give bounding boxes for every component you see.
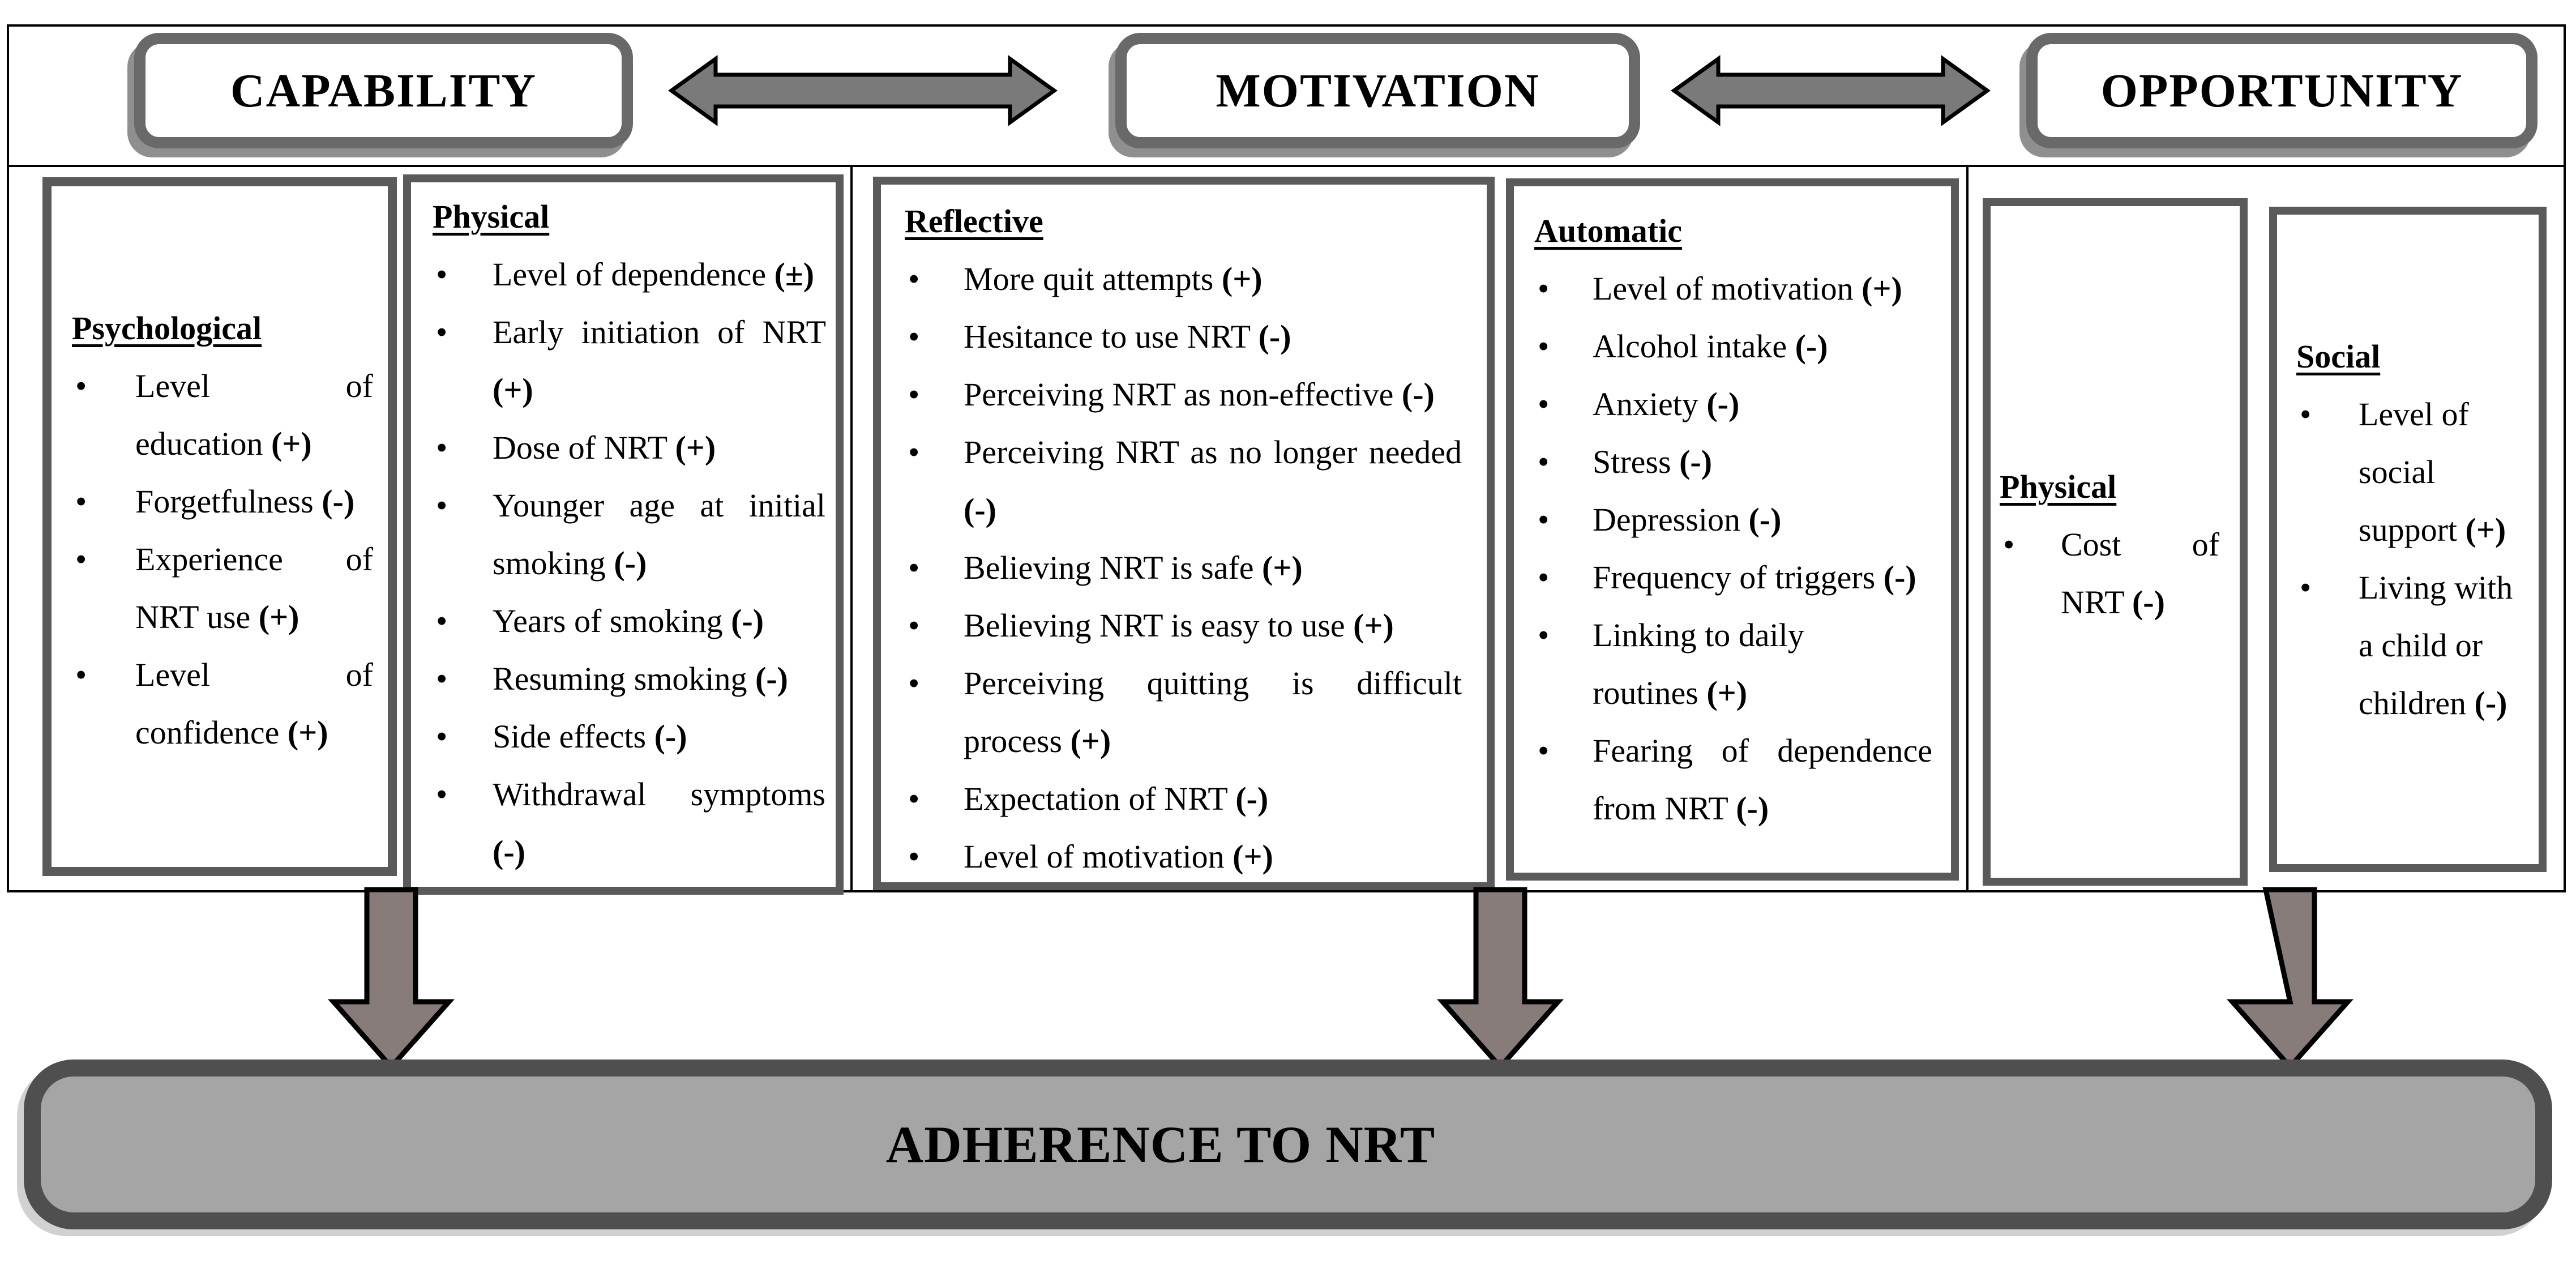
list-item: Forgetfulness (-) xyxy=(72,473,373,531)
capability-motivation-divider xyxy=(850,167,853,892)
list-item: Younger age at initial smoking (-) xyxy=(433,477,825,592)
factor-list: Level of education (+) Forgetfulness (-)… xyxy=(72,357,373,762)
list-item: Withdrawal symptoms (-) xyxy=(433,766,825,881)
list-item: Level of dependence (±) xyxy=(433,246,825,304)
list-item: Depression (-) xyxy=(1534,491,1932,549)
factor-list: Level of dependence (±) Early initiation… xyxy=(433,246,825,881)
box-title: Reflective xyxy=(905,203,1043,240)
opportunity-physical-box: Physical Cost of NRT (-) xyxy=(1983,198,2248,886)
motivation-automatic-box: Automatic Level of motivation (+) Alcoho… xyxy=(1506,178,1959,881)
list-item: Fearing of dependence from NRT (-) xyxy=(1534,722,1932,838)
list-item: Stress (-) xyxy=(1534,433,1932,491)
list-item: Linking to daily routines (+) xyxy=(1534,606,1932,722)
motivation-reflective-box: Reflective More quit attempts (+) Hesita… xyxy=(873,177,1495,890)
capability-label: CAPABILITY xyxy=(230,64,537,117)
factor-list: Level of social support (+) Living with … xyxy=(2296,386,2523,732)
box-title: Psychological xyxy=(72,310,262,347)
box-title: Physical xyxy=(2000,468,2117,505)
box-title: Automatic xyxy=(1534,212,1682,249)
list-item: Years of smoking (-) xyxy=(433,592,825,650)
motivation-opportunity-divider xyxy=(1966,167,1969,892)
list-item: Level of confidence (+) xyxy=(72,646,373,762)
list-item: Frequency of triggers (-) xyxy=(1534,549,1932,606)
list-item: Perceiving quitting is difficult process… xyxy=(905,655,1462,770)
list-item: Expectation of NRT (-) xyxy=(905,770,1462,828)
motivation-label: MOTIVATION xyxy=(1216,64,1540,117)
list-item: Level of motivation (+) xyxy=(905,828,1462,886)
motivation-header-box: MOTIVATION xyxy=(1115,33,1640,148)
capability-physical-box: Physical Level of dependence (±) Early i… xyxy=(403,174,844,895)
list-item: Experience of NRT use (+) xyxy=(72,531,373,646)
list-item: Hesitance to use NRT (-) xyxy=(905,308,1462,366)
down-arrow-icon xyxy=(1436,887,1564,1071)
opportunity-label: OPPORTUNITY xyxy=(2100,64,2463,117)
list-item: Believing NRT is easy to use (+) xyxy=(905,597,1462,655)
list-item: Early initiation of NRT (+) xyxy=(433,304,825,419)
double-arrow-icon xyxy=(1670,55,1991,126)
list-item: Dose of NRT (+) xyxy=(433,419,825,477)
list-item: Anxiety (-) xyxy=(1534,375,1932,433)
factor-list: Cost of NRT (-) xyxy=(2000,516,2219,631)
list-item: Side effects (-) xyxy=(433,708,825,766)
capability-header-box: CAPABILITY xyxy=(134,33,633,148)
box-title: Physical xyxy=(433,198,550,235)
list-item: Believing NRT is safe (+) xyxy=(905,539,1462,597)
header-separator-line xyxy=(8,165,2566,167)
down-arrow-icon xyxy=(2226,887,2354,1071)
list-item: Level of education (+) xyxy=(72,357,373,473)
list-item: Level of motivation (+) xyxy=(1534,260,1932,318)
factor-list: More quit attempts (+) Hesitance to use … xyxy=(905,250,1462,886)
list-item: Perceiving NRT as non-effective (-) xyxy=(905,366,1462,424)
list-item: Alcohol intake (-) xyxy=(1534,318,1932,375)
capability-psychological-box: Psychological Level of education (+) For… xyxy=(42,177,397,876)
outcome-bar: ADHERENCE TO NRT xyxy=(24,1060,2552,1229)
list-item: Cost of NRT (-) xyxy=(2000,516,2219,631)
double-arrow-icon xyxy=(667,55,1058,126)
list-item: Perceiving NRT as no longer needed (-) xyxy=(905,424,1462,539)
list-item: Living with a child or children (-) xyxy=(2296,559,2523,732)
factor-list: Level of motivation (+) Alcohol intake (… xyxy=(1534,260,1932,838)
down-arrow-icon xyxy=(327,887,455,1071)
list-item: Level of social support (+) xyxy=(2296,386,2523,559)
list-item: More quit attempts (+) xyxy=(905,250,1462,308)
box-title: Social xyxy=(2296,338,2381,375)
outcome-label: ADHERENCE TO NRT xyxy=(885,1116,1436,1173)
list-item: Resuming smoking (-) xyxy=(433,650,825,708)
opportunity-header-box: OPPORTUNITY xyxy=(2026,33,2538,148)
opportunity-social-box: Social Level of social support (+) Livin… xyxy=(2269,207,2547,872)
